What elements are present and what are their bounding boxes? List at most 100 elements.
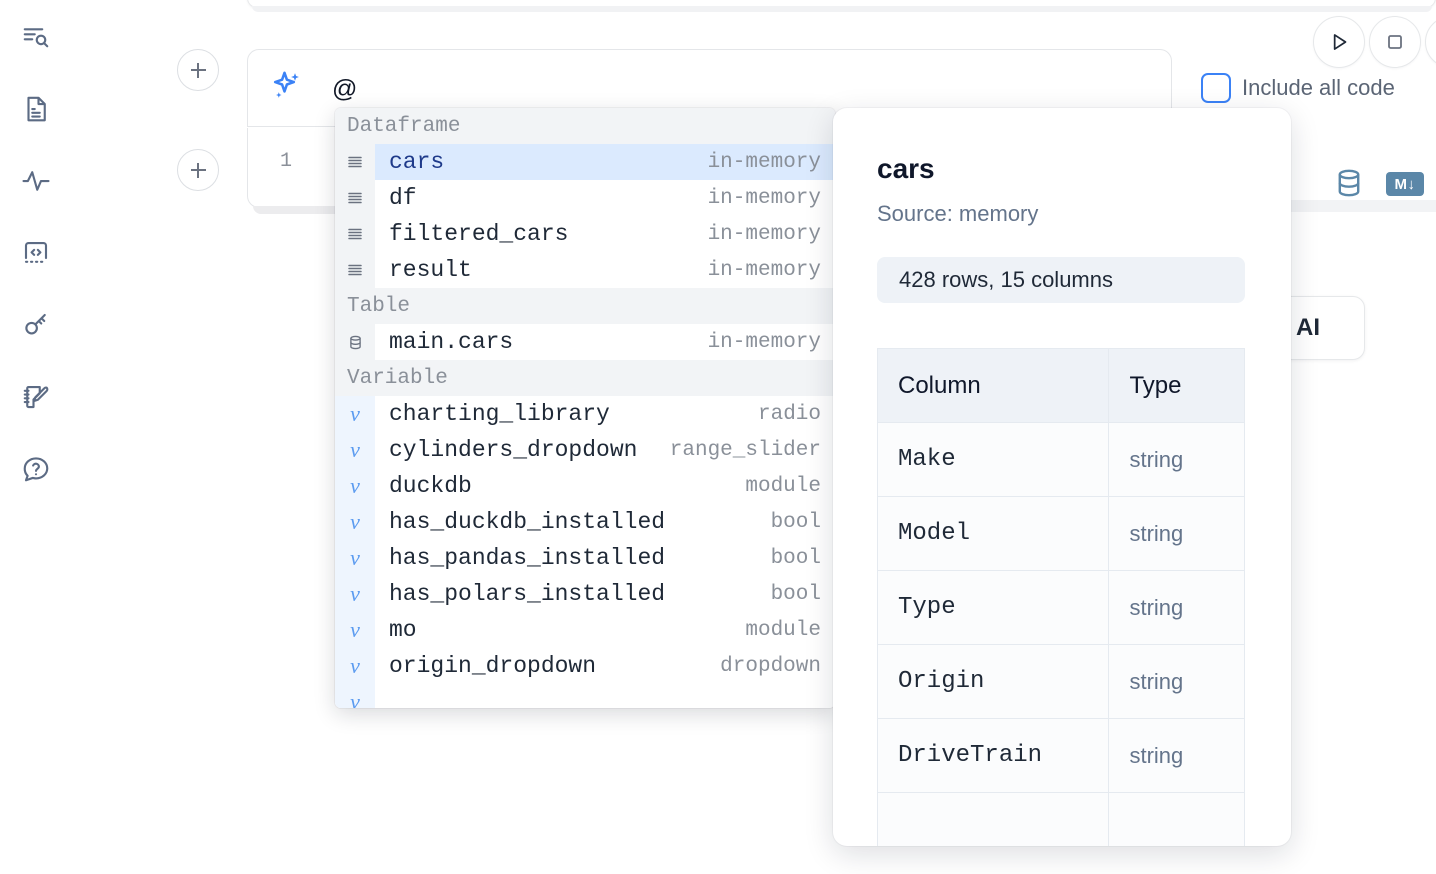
variable-icon: v bbox=[335, 504, 375, 540]
cell-column-type: string bbox=[1108, 644, 1245, 719]
variable-icon: v bbox=[335, 468, 375, 504]
autocomplete-item-kind: in-memory bbox=[707, 258, 821, 282]
variable-icon: v bbox=[335, 612, 375, 648]
autocomplete-item-cars[interactable]: cars in-memory bbox=[335, 144, 835, 180]
autocomplete-item-mo[interactable]: v mo module bbox=[335, 612, 835, 648]
autocomplete-item-label: main.cars bbox=[389, 329, 514, 355]
autocomplete-item-label: mo bbox=[389, 617, 417, 643]
autocomplete-item-kind: in-memory bbox=[707, 330, 821, 354]
dataframe-icon bbox=[335, 144, 375, 180]
cell-column-name: Model bbox=[876, 496, 1110, 571]
autocomplete-item-kind: in-memory bbox=[707, 222, 821, 246]
autocomplete-item-has-polars-installed[interactable]: v has_polars_installed bool bbox=[335, 576, 835, 612]
sidebar-item-scratchpad[interactable] bbox=[14, 375, 58, 419]
document-icon bbox=[21, 94, 51, 124]
mention-autocomplete-dropdown[interactable]: Dataframe cars in-memory df in-memory fi… bbox=[335, 108, 835, 708]
variable-icon: v bbox=[335, 576, 375, 612]
dataframe-icon bbox=[335, 216, 375, 252]
autocomplete-item-has-pandas-installed[interactable]: v has_pandas_installed bool bbox=[335, 540, 835, 576]
cell-column-type: string bbox=[1108, 422, 1245, 497]
line-number: 1 bbox=[279, 150, 292, 173]
autocomplete-item-label: result bbox=[389, 257, 472, 283]
cell-column-type: string bbox=[1108, 496, 1245, 571]
autocomplete-item-label: cars bbox=[389, 149, 445, 175]
cell-column-name: Origin bbox=[876, 644, 1110, 719]
notebook-edit-icon bbox=[21, 382, 51, 412]
include-all-code-control[interactable]: Include all code bbox=[1201, 73, 1395, 103]
autocomplete-item-kind: bool bbox=[770, 546, 821, 570]
cell-column-name bbox=[876, 792, 1110, 846]
autocomplete-item-kind: module bbox=[745, 474, 821, 498]
cell-column-type bbox=[1108, 792, 1245, 846]
table-row: Model string bbox=[876, 496, 1245, 571]
autocomplete-item-label: has_duckdb_installed bbox=[389, 509, 666, 535]
variable-icon: v bbox=[335, 432, 375, 468]
autocomplete-item-label: charting_library bbox=[389, 401, 610, 427]
stop-square-icon bbox=[1388, 35, 1402, 49]
autocomplete-item-main-cars[interactable]: main.cars in-memory bbox=[335, 324, 835, 360]
table-row: DriveTrain string bbox=[876, 718, 1245, 793]
sidebar-item-notebook[interactable] bbox=[14, 87, 58, 131]
autocomplete-item-duckdb[interactable]: v duckdb module bbox=[335, 468, 835, 504]
add-cell-above-button[interactable] bbox=[177, 49, 219, 91]
stop-button[interactable] bbox=[1369, 16, 1421, 68]
variable-icon: v bbox=[335, 648, 375, 684]
autocomplete-item-label: has_polars_installed bbox=[389, 581, 666, 607]
autocomplete-item-clipped[interactable]: v bbox=[335, 684, 835, 708]
autocomplete-item-df[interactable]: df in-memory bbox=[335, 180, 835, 216]
table-row: Type string bbox=[876, 570, 1245, 645]
sidebar-item-snippets[interactable] bbox=[14, 231, 58, 275]
autocomplete-item-label: duckdb bbox=[389, 473, 472, 499]
autocomplete-item-origin-dropdown[interactable]: v origin_dropdown dropdown bbox=[335, 648, 835, 684]
autocomplete-item-result[interactable]: result in-memory bbox=[335, 252, 835, 288]
dataframe-icon bbox=[335, 180, 375, 216]
cell-column-type: string bbox=[1108, 718, 1245, 793]
play-icon bbox=[1333, 34, 1347, 50]
variable-icon: v bbox=[335, 540, 375, 576]
sidebar-item-secrets[interactable] bbox=[14, 303, 58, 347]
autocomplete-item-label: df bbox=[389, 185, 417, 211]
table-header-row: Column Type bbox=[876, 348, 1245, 423]
autocomplete-item-label: cylinders_dropdown bbox=[389, 437, 638, 463]
autocomplete-item-kind: module bbox=[745, 618, 821, 642]
autocomplete-item-kind: in-memory bbox=[707, 186, 821, 210]
autocomplete-item-kind: dropdown bbox=[720, 654, 821, 678]
sidebar-item-activity[interactable] bbox=[14, 159, 58, 203]
detail-title: cars bbox=[877, 153, 935, 184]
ai-prompt-input[interactable]: @ bbox=[332, 75, 358, 103]
cell-column-name: DriveTrain bbox=[876, 718, 1110, 793]
detail-source: Source: memory bbox=[877, 201, 1039, 226]
more-actions-button[interactable] bbox=[1425, 16, 1436, 68]
key-icon bbox=[21, 310, 51, 340]
autocomplete-item-label: filtered_cars bbox=[389, 221, 569, 247]
code-brackets-icon bbox=[21, 238, 51, 268]
autocomplete-group-header: Table bbox=[335, 288, 835, 324]
autocomplete-item-kind: range_slider bbox=[669, 438, 821, 462]
add-cell-below-button[interactable] bbox=[177, 149, 219, 191]
table-row: Origin string bbox=[876, 644, 1245, 719]
markdown-badge[interactable]: M↓ bbox=[1386, 172, 1424, 196]
include-all-code-checkbox[interactable] bbox=[1201, 73, 1231, 103]
database-icon[interactable] bbox=[1332, 166, 1366, 205]
column-header-type: Type bbox=[1108, 348, 1245, 423]
cell-column-name: Type bbox=[876, 570, 1110, 645]
variable-icon: v bbox=[335, 396, 375, 432]
autocomplete-item-has-duckdb-installed[interactable]: v has_duckdb_installed bool bbox=[335, 504, 835, 540]
sidebar-item-outline[interactable] bbox=[14, 16, 58, 60]
help-chat-icon bbox=[21, 454, 51, 484]
column-header-column: Column bbox=[876, 348, 1110, 423]
autocomplete-item-charting-library[interactable]: v charting_library radio bbox=[335, 396, 835, 432]
autocomplete-group-header: Variable bbox=[335, 360, 835, 396]
markdown-badge-arrow: ↓ bbox=[1407, 175, 1416, 193]
autocomplete-item-label: origin_dropdown bbox=[389, 653, 597, 679]
autocomplete-item-filtered-cars[interactable]: filtered_cars in-memory bbox=[335, 216, 835, 252]
markdown-badge-letter: M bbox=[1394, 175, 1408, 193]
autocomplete-item-kind: bool bbox=[770, 582, 821, 606]
autocomplete-item-kind: radio bbox=[757, 402, 821, 426]
sparkle-icon bbox=[268, 68, 304, 104]
run-button[interactable] bbox=[1313, 16, 1365, 68]
autocomplete-item-cylinders-dropdown[interactable]: v cylinders_dropdown range_slider bbox=[335, 432, 835, 468]
autocomplete-item-label: has_pandas_installed bbox=[389, 545, 666, 571]
sidebar-item-help[interactable] bbox=[14, 447, 58, 491]
